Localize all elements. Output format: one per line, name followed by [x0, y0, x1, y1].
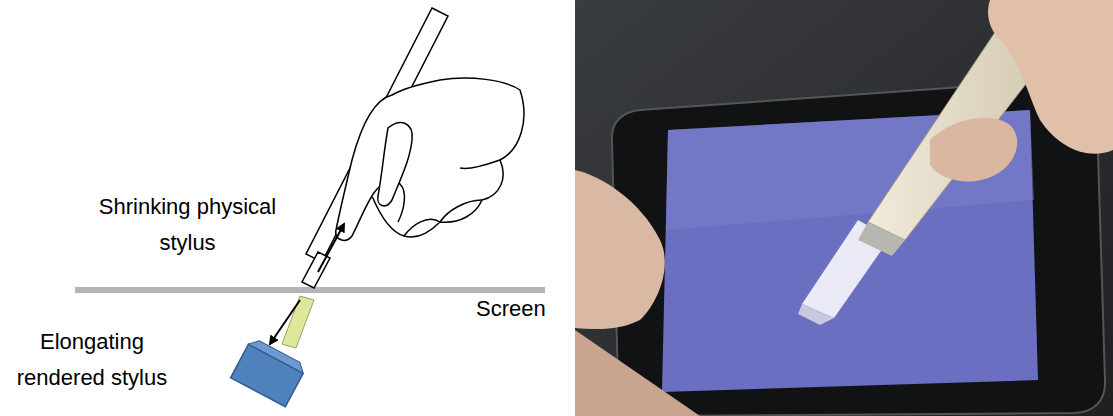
- rendered-block: [231, 337, 307, 407]
- text-label: Elongating rendered stylus: [2, 324, 182, 396]
- elongate-arrow: [270, 300, 300, 344]
- text-label: Screen: [476, 291, 566, 327]
- hand-outline: [336, 78, 524, 240]
- photo: [575, 0, 1113, 416]
- shrink-arrow: [318, 224, 344, 272]
- screen-line: [75, 287, 545, 293]
- text-label: Shrinking physical stylus: [95, 189, 280, 261]
